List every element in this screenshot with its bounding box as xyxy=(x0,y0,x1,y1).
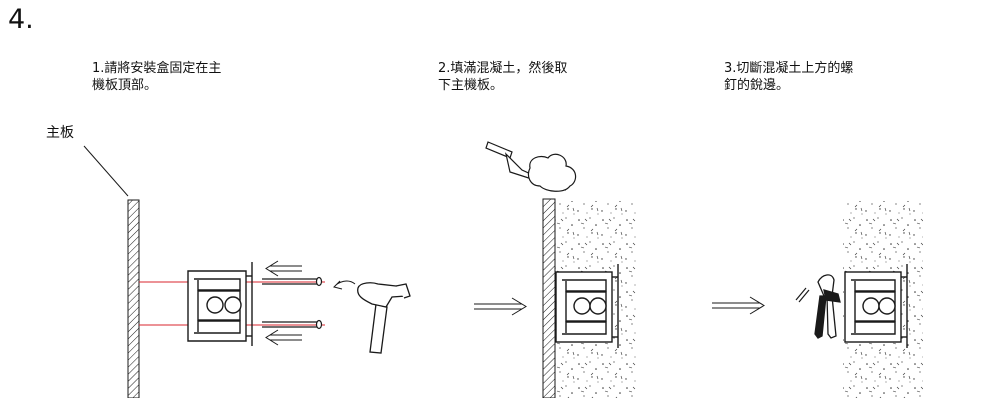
nails xyxy=(262,276,323,330)
step-1-caption: 1.請將安裝盒固定在主 機板頂部。 xyxy=(92,61,222,93)
mounting-box-2 xyxy=(555,264,619,348)
trowel-icon xyxy=(485,141,577,192)
step-arrow-1-to-2 xyxy=(474,297,527,316)
board-2 xyxy=(542,198,556,398)
board xyxy=(127,199,140,398)
step-3-illustration xyxy=(712,201,923,398)
step-arrow-2-to-3 xyxy=(712,296,765,315)
pliers-icon xyxy=(814,274,841,339)
board-leader-line xyxy=(83,145,129,197)
mounting-box-3 xyxy=(844,264,908,348)
step-2-caption: 2.填滿混凝土，然後取 下主機板。 xyxy=(438,61,568,93)
cut-screw-tips xyxy=(795,287,810,303)
board-label: 主板 xyxy=(46,125,74,141)
step-2-illustration xyxy=(474,141,637,398)
step-number: 4. xyxy=(8,4,34,35)
mounting-box xyxy=(187,262,253,346)
push-arrows xyxy=(265,260,356,346)
hammer-icon xyxy=(357,282,411,354)
step-1-illustration xyxy=(83,145,411,398)
step-3-caption: 3.切斷混凝土上方的螺 釘的銳邊。 xyxy=(724,61,854,93)
